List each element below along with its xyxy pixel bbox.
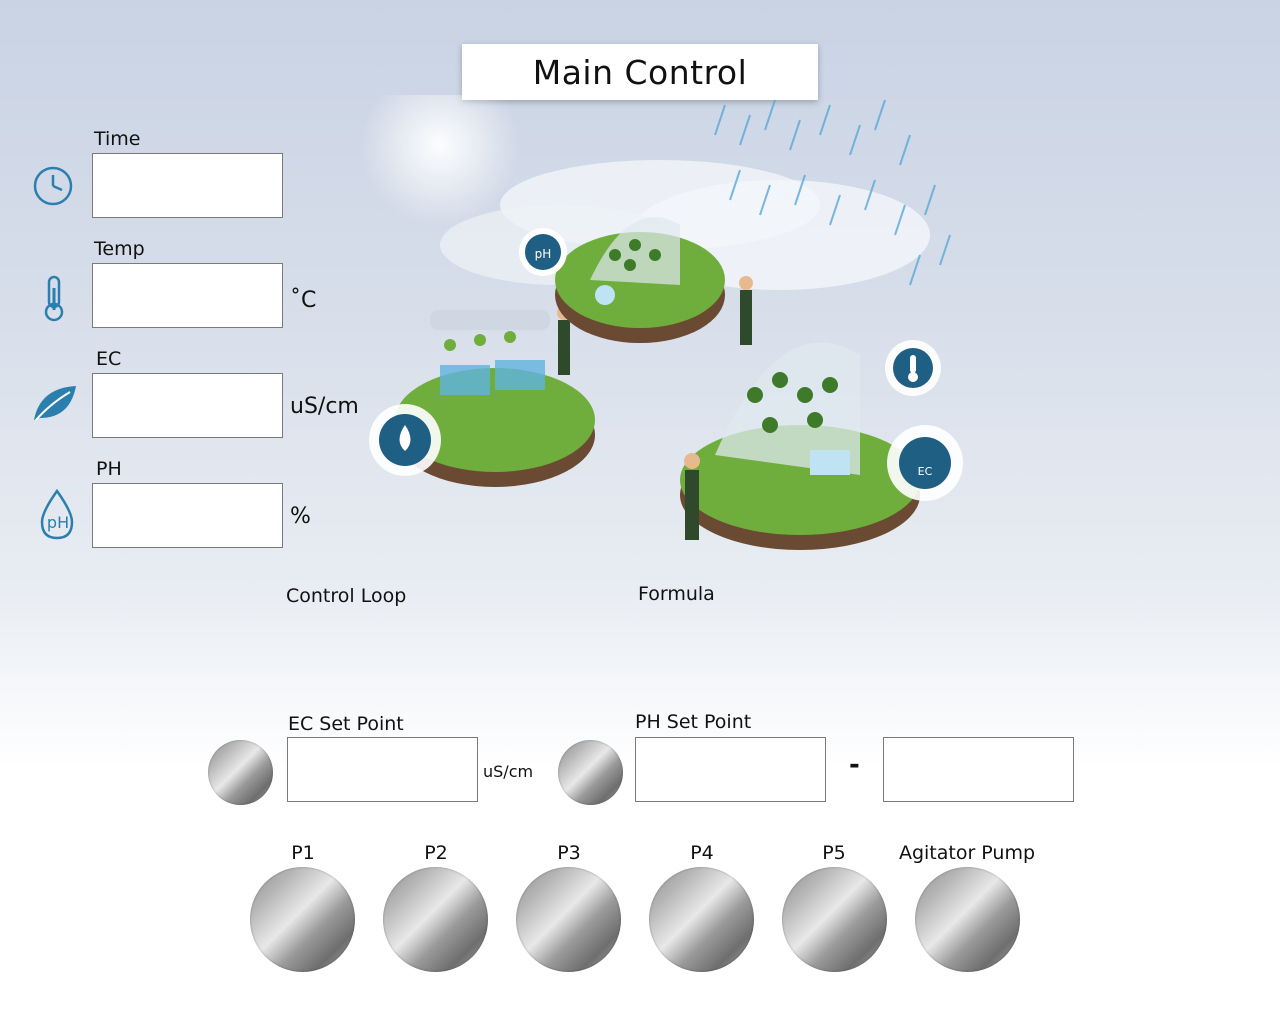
temp-label: Temp [94,238,145,260]
ec-label: EC [96,348,122,370]
ec-badge-icon: EC [887,425,963,501]
ec-setpoint-label: EC Set Point [288,713,404,735]
leaf-icon [34,386,76,421]
greenhouse-illustration: pH EC [360,95,963,550]
ec-unit: uS/cm [290,394,359,419]
time-display [92,153,283,218]
ph-badge-icon: pH [519,228,567,276]
pump-label-p2: P2 [424,842,448,864]
svg-text:EC: EC [918,465,933,478]
pump-button-p2[interactable] [383,867,488,972]
ph-setpoint-label: PH Set Point [635,711,752,733]
pump-button-p3[interactable] [516,867,621,972]
control-loop-link[interactable]: Control Loop [286,585,407,607]
ec-display [92,373,283,438]
page-title: Main Control [462,44,818,100]
ph-setpoint-button[interactable] [558,740,623,805]
pump-button-p5[interactable] [782,867,887,972]
pump-button-p1[interactable] [250,867,355,972]
pump-label-p1: P1 [291,842,315,864]
ec-setpoint-input[interactable] [287,737,478,802]
pump-label-p4: P4 [690,842,714,864]
ph-label: PH [96,458,122,480]
ph-drop-icon: pH [40,488,74,540]
ph-setpoint-max-input[interactable] [883,737,1074,802]
pump-button-agitator[interactable] [915,867,1020,972]
ph-display [92,483,283,548]
ec-setpoint-unit: uS/cm [483,762,534,781]
ph-range-separator: - [849,750,860,780]
ph-setpoint-min-input[interactable] [635,737,826,802]
temp-unit: ˚C [290,288,317,313]
pump-label-p5: P5 [822,842,846,864]
formula-link[interactable]: Formula [638,583,715,605]
time-label: Time [94,128,141,150]
svg-text:pH: pH [47,513,69,532]
svg-text:pH: pH [535,247,552,261]
thermometer-badge-icon [885,340,941,396]
pump-button-p4[interactable] [649,867,754,972]
ph-unit: % [290,504,311,529]
ec-setpoint-button[interactable] [208,740,273,805]
temp-display [92,263,283,328]
water-drop-badge-icon [369,404,441,476]
clock-icon [33,166,73,206]
pump-label-p3: P3 [557,842,581,864]
pump-label-agitator: Agitator Pump [898,842,1036,864]
thermometer-icon [44,275,64,322]
